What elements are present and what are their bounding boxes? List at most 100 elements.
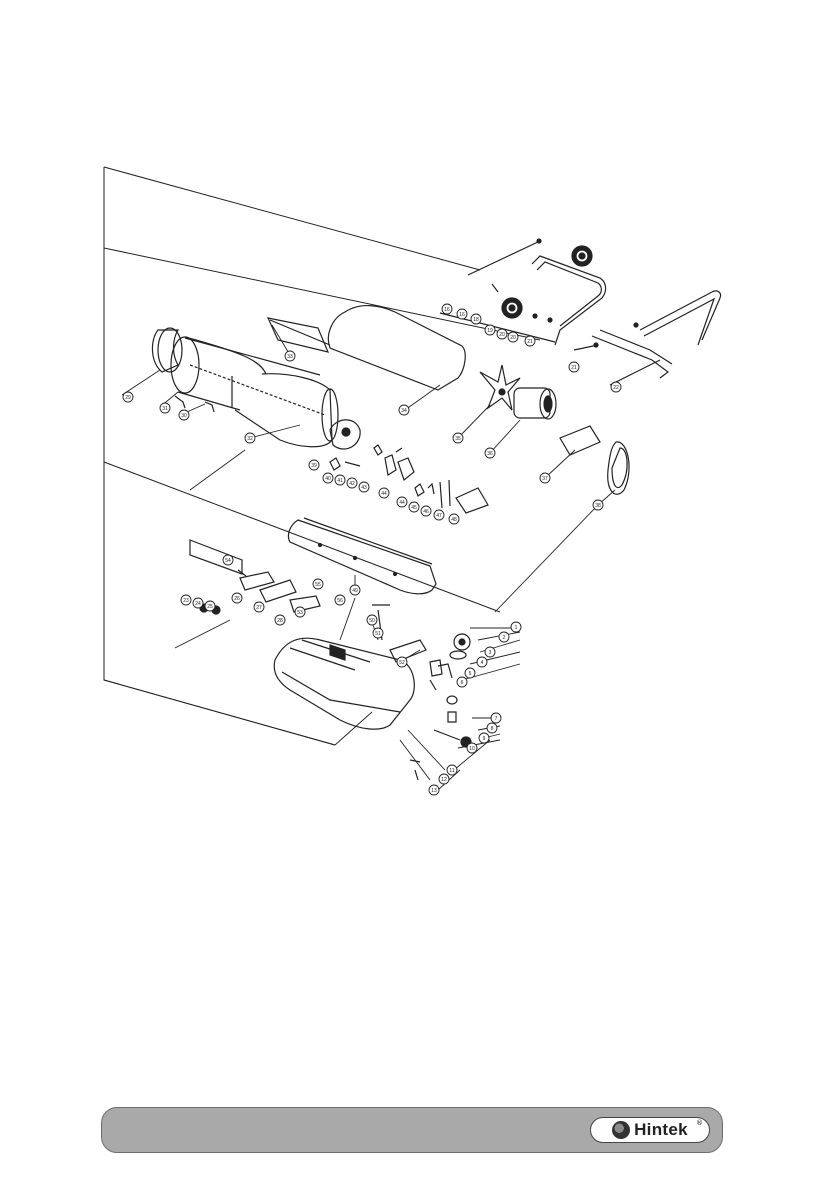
callout-top-19: 19 [484,324,496,336]
callout-body-49: 49 [349,584,361,596]
callout-top-22: 22 [610,381,622,393]
svg-text:2: 2 [503,635,506,641]
svg-text:42: 42 [349,481,355,487]
svg-text:3: 3 [489,650,492,656]
svg-text:1: 1 [515,625,518,631]
svg-text:35: 35 [455,436,461,442]
callout-body-31: 31 [159,402,171,414]
svg-text:5: 5 [469,671,472,677]
svg-text:18: 18 [473,317,479,323]
svg-text:55: 55 [315,582,321,588]
svg-text:56: 56 [337,598,343,604]
callout-body-33: 33 [284,350,296,362]
svg-text:13: 13 [431,788,437,794]
svg-text:50: 50 [369,618,375,624]
fan-icon [479,364,521,411]
callout-body-30: 30 [178,409,190,421]
svg-text:39: 39 [311,463,317,469]
svg-text:36: 36 [487,451,493,457]
svg-text:51: 51 [375,631,381,637]
svg-text:21: 21 [527,339,533,345]
callout-body-48: 48 [448,513,460,525]
leader-lines [121,324,616,791]
callout-body-42: 42 [346,477,358,489]
svg-text:40: 40 [325,476,331,482]
svg-text:21: 21 [571,365,577,371]
callout-body-40: 40 [322,472,334,484]
callout-bottom-6: 6 [456,676,468,688]
logo-mark-icon [612,1121,631,1139]
svg-text:22: 22 [613,385,619,391]
callout-body-44b: 44 [396,496,408,508]
callout-bottom-11: 11 [446,764,458,776]
callout-body-38: 38 [592,499,604,511]
svg-text:24: 24 [195,601,201,607]
svg-text:4: 4 [481,660,484,666]
callout-bottom-26: 26 [231,592,243,604]
callout-bottom-2: 2 [498,631,510,643]
callout-bottom-10: 10 [466,742,478,754]
callout-bottom-12: 12 [438,773,450,785]
callout-bottom-54: 54 [222,554,234,566]
callout-bottom-5: 5 [464,667,476,679]
combustion-chamber-group [151,327,361,450]
wheel-icon [501,297,523,319]
registered-mark: ® [696,1119,703,1127]
callout-body-47: 47 [433,509,445,521]
callout-body-44: 44 [378,487,390,499]
callout-bottom-55: 55 [312,578,324,590]
callout-body-36: 36 [484,447,496,459]
callout-bottom-25: 25 [204,600,216,612]
svg-text:44: 44 [399,500,405,506]
callout-body-51: 51 [372,627,384,639]
callout-body-32: 32 [244,432,256,444]
gear-icon [453,633,471,651]
wheel-icon [571,245,593,267]
callout-bottom-9: 9 [478,732,490,744]
callout-body-41: 41 [334,474,346,486]
callouts: 16 16 18 19 20 20 21 21 22 29 31 30 32 3… [122,303,622,796]
svg-text:19: 19 [487,328,493,334]
burner-plate-icon [329,419,361,450]
svg-text:8: 8 [491,726,494,732]
svg-text:9: 9 [483,736,486,742]
svg-text:16: 16 [444,307,450,313]
callout-top-21: 21 [524,335,536,347]
svg-text:48: 48 [451,517,457,523]
callout-top-16b: 16 [456,308,468,320]
svg-text:12: 12 [441,777,447,783]
callout-top-20: 20 [496,328,508,340]
svg-text:16: 16 [459,312,465,318]
callout-body-29: 29 [122,391,134,403]
svg-text:49: 49 [352,588,358,594]
callout-body-45: 45 [408,501,420,513]
callout-body-39: 39 [308,459,320,471]
callout-bottom-53: 53 [294,606,306,618]
callout-body-46: 46 [420,505,432,517]
callout-bottom-27: 27 [253,601,265,613]
svg-text:43: 43 [361,485,367,491]
svg-text:46: 46 [423,509,429,515]
svg-text:47: 47 [436,513,442,519]
svg-text:32: 32 [247,436,253,442]
svg-text:44: 44 [381,491,387,497]
svg-text:54: 54 [225,558,231,564]
brand-logo: Hintek ® [590,1117,710,1143]
svg-text:41: 41 [337,478,343,484]
svg-text:7: 7 [495,716,498,722]
lower-shell-group [287,517,437,595]
svg-text:52: 52 [399,660,405,666]
svg-text:31: 31 [162,406,168,412]
svg-text:25: 25 [207,604,213,610]
svg-text:34: 34 [401,408,407,414]
callout-body-50: 50 [366,614,378,626]
callout-top-18: 18 [470,313,482,325]
svg-text:38: 38 [595,503,601,509]
svg-text:27: 27 [256,605,262,611]
footer-bar: Hintek ® [101,1107,723,1153]
callout-bottom-56: 56 [334,594,346,606]
callout-bottom-7: 7 [490,712,502,724]
callout-body-43: 43 [358,481,370,493]
callout-bottom-13: 13 [428,784,440,796]
